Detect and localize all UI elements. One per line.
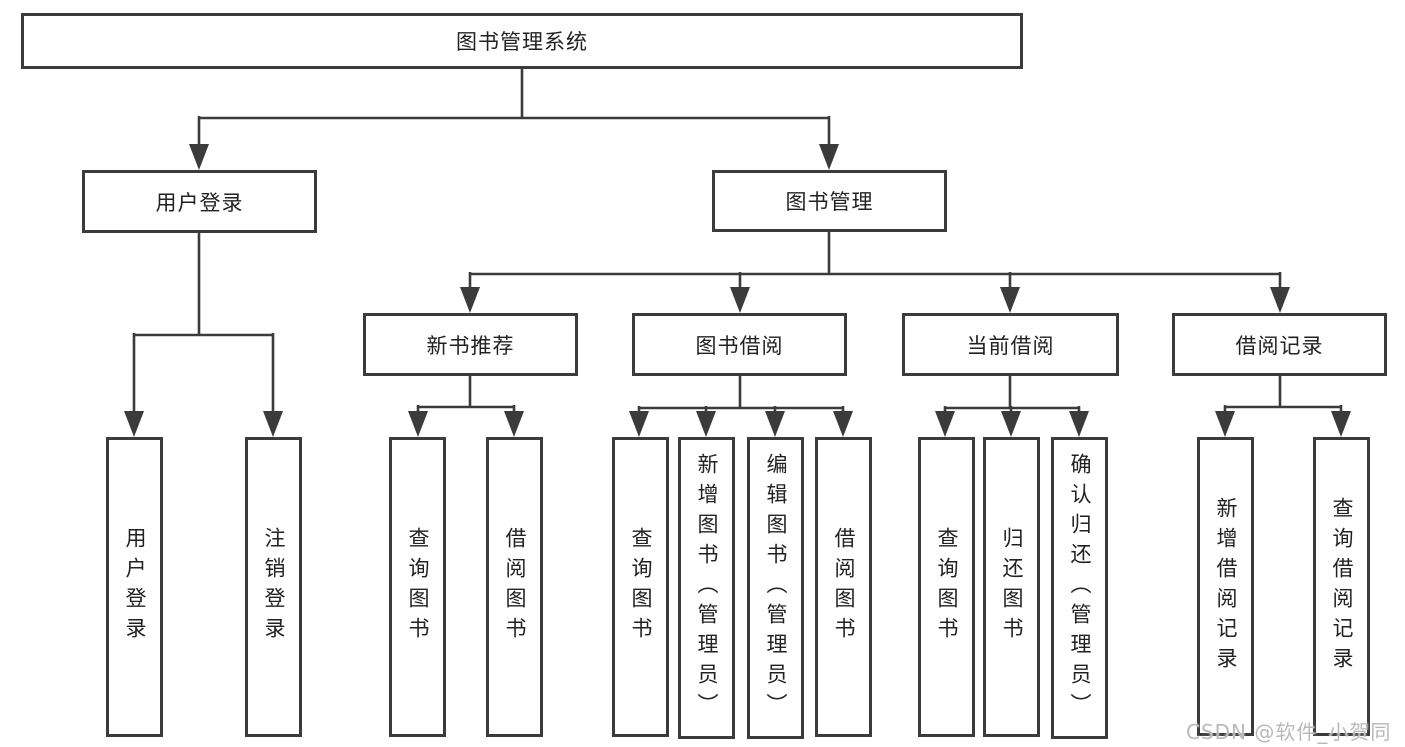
- leaf-add-books-admin: 新增图书（管理员）: [678, 437, 735, 739]
- leaf-query-books-recommend: 查询图书: [389, 437, 446, 737]
- leaf-query-borrow-record: 查询借阅记录: [1313, 437, 1370, 736]
- leaf-confirm-return-admin: 确认归还（管理员）: [1051, 437, 1108, 739]
- node-user-login: 用户登录: [82, 170, 317, 233]
- leaf-edit-books-admin: 编辑图书（管理员）: [747, 437, 804, 739]
- leaf-borrow-books-borrowing: 借阅图书: [815, 437, 872, 737]
- leaf-add-borrow-record: 新增借阅记录: [1197, 437, 1254, 736]
- leaf-return-books: 归还图书: [983, 437, 1040, 737]
- node-book-borrowing: 图书借阅: [632, 313, 847, 376]
- watermark-text: CSDN @软件_小贺同学: [1186, 720, 1392, 744]
- node-book-management: 图书管理: [712, 170, 947, 232]
- leaf-query-books-borrowing: 查询图书: [612, 437, 669, 737]
- node-library-management-system: 图书管理系统: [21, 13, 1023, 69]
- arrowheads: [124, 144, 1351, 437]
- leaf-query-books-current: 查询图书: [918, 437, 975, 737]
- node-borrowing-records: 借阅记录: [1172, 313, 1387, 376]
- leaf-user-login: 用户登录: [106, 437, 163, 737]
- node-new-book-recommendation: 新书推荐: [363, 313, 578, 376]
- leaf-borrow-books-recommend: 借阅图书: [486, 437, 543, 737]
- leaf-logout: 注销登录: [245, 437, 302, 737]
- node-current-borrowing: 当前借阅: [902, 313, 1119, 376]
